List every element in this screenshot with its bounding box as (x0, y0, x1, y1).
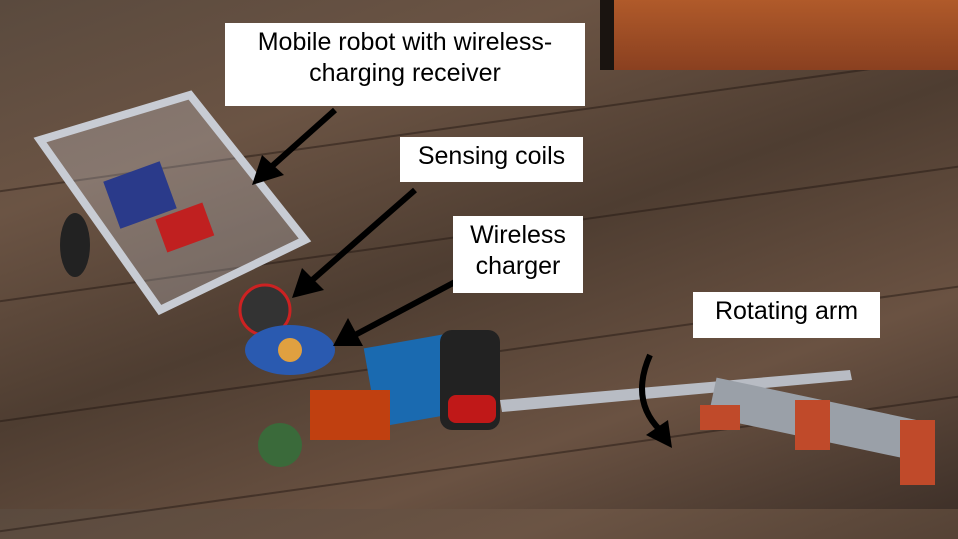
rotating-arm (500, 370, 935, 485)
arrow-to-charger (333, 279, 457, 346)
label-rotating-arm: Rotating arm (693, 292, 880, 338)
arduino-board (258, 330, 500, 467)
arrow-to-coils (292, 187, 417, 298)
label-sensing-coils: Sensing coils (400, 137, 583, 182)
label-wireless-charger: Wireless charger (453, 216, 583, 293)
arrow-to-robot (252, 107, 337, 185)
cabinet (600, 0, 958, 70)
mobile-robot (33, 90, 312, 337)
curved-rotation-arrow (639, 353, 672, 448)
label-mobile-robot: Mobile robot with wireless-charging rece… (225, 23, 585, 106)
wireless-charger (245, 325, 335, 375)
scene-illustration (33, 90, 935, 485)
